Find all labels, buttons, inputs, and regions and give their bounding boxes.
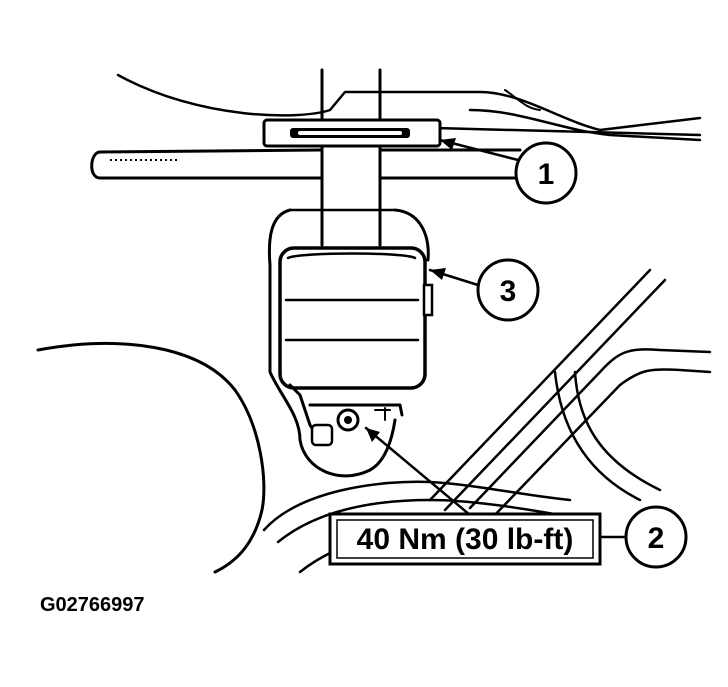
webbing-guide [262,118,442,148]
callout-3: 3 [476,258,540,322]
retractor-assembly [267,208,434,478]
callout-1: 1 [514,141,578,205]
figure-id: G02766997 [40,594,145,616]
torque-spec-box: 40 Nm (30 lb-ft) [328,512,602,566]
callout-1-label: 1 [538,158,555,191]
callout-3-label: 3 [500,275,517,308]
callout-2: 2 [598,505,688,569]
callout-2-label: 2 [648,522,665,555]
torque-spec-text: 40 Nm (30 lb-ft) [357,523,574,556]
seat-belt-webbing [320,68,382,247]
leader-lines [364,138,520,517]
mounting-rail [90,148,522,180]
